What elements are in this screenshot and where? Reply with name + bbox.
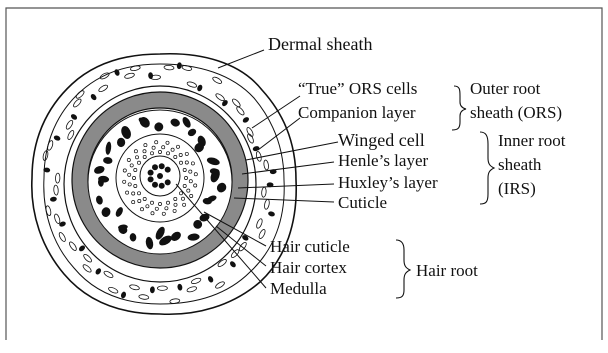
- medulla-cell: [148, 176, 154, 182]
- label-hair-cortex: Hair cortex: [270, 258, 347, 277]
- label-dermal-sheath: Dermal sheath: [268, 34, 372, 54]
- medulla-cell: [152, 182, 158, 188]
- label-true-ors-cells: “True” ORS cells: [298, 79, 417, 98]
- group-irs-line2: sheath: [498, 155, 542, 174]
- medulla-cell: [152, 164, 158, 170]
- follicle-cross-section: [32, 54, 296, 314]
- label-winged-cell: Winged cell: [338, 130, 425, 150]
- label-companion-layer: Companion layer: [298, 103, 416, 122]
- label-henles-layer: Henle’s layer: [338, 151, 428, 170]
- label-hair-cuticle: Hair cuticle: [270, 237, 350, 256]
- medulla-cell: [159, 183, 165, 189]
- medulla-cell: [159, 163, 165, 169]
- label-cuticle: Cuticle: [338, 193, 387, 212]
- brace-irs: [480, 132, 494, 204]
- group-irs-line1: Inner root: [498, 131, 566, 150]
- medulla-cell: [157, 173, 163, 179]
- group-ors-line2: sheath (ORS): [470, 103, 562, 122]
- group-ors-line1: Outer root: [470, 79, 541, 98]
- medulla-cell: [148, 170, 154, 176]
- leader-dermal-sheath: [218, 50, 264, 68]
- medulla-cell: [165, 167, 171, 173]
- group-hair-root: Hair root: [416, 261, 478, 280]
- label-medulla: Medulla: [270, 279, 327, 298]
- group-irs-line3: (IRS): [498, 179, 536, 198]
- brace-hair-root: [396, 240, 410, 298]
- medulla-cell: [165, 179, 171, 185]
- brace-ors: [452, 86, 466, 130]
- label-huxleys-layer: Huxley’s layer: [338, 173, 438, 192]
